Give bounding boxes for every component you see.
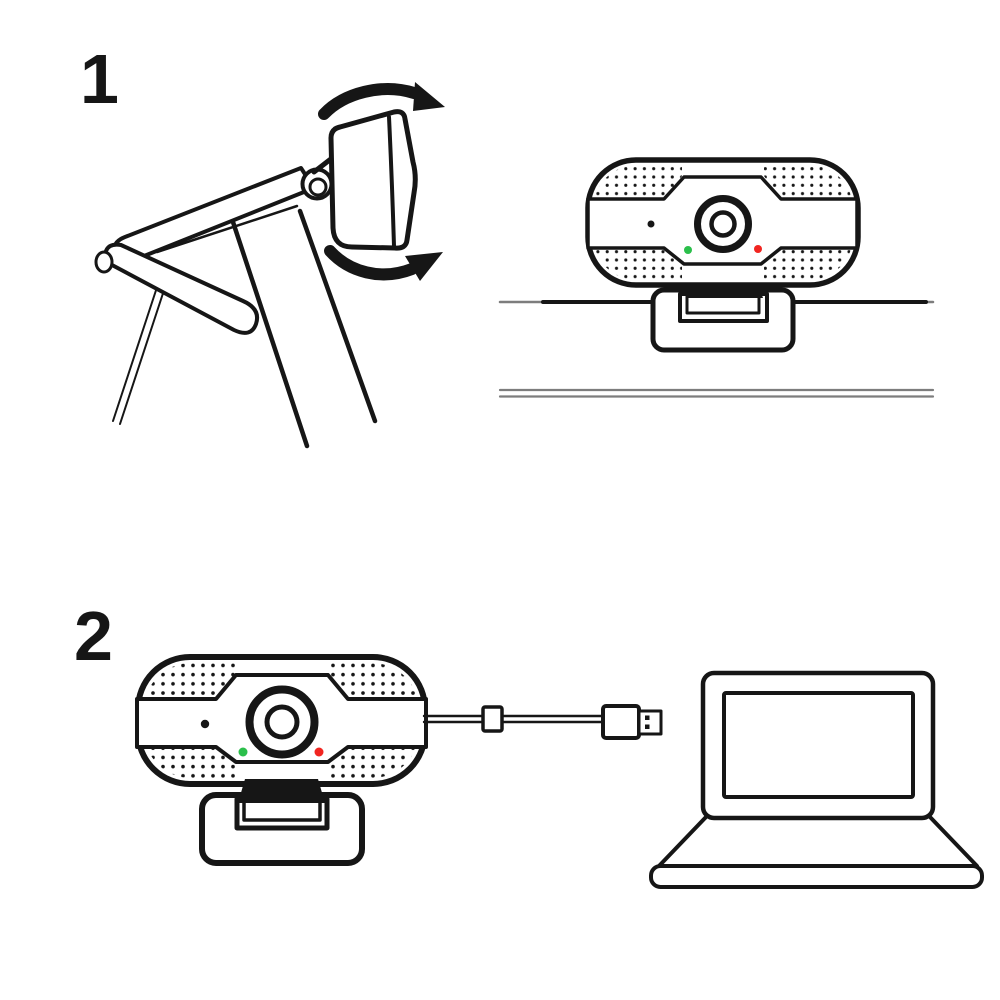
ferrite-bead bbox=[481, 705, 504, 733]
monitor-bottom-shelf-lines bbox=[498, 388, 935, 398]
laptop-deck-sides bbox=[657, 815, 979, 868]
monitor-front-edge-line bbox=[229, 216, 310, 449]
usb-cable-assembly bbox=[422, 704, 663, 740]
monitor-top-edge-thin-line bbox=[155, 204, 299, 254]
usb-contact-hole-top bbox=[645, 715, 650, 720]
step-1: 1 bbox=[80, 40, 935, 449]
monitor-back-edge-line bbox=[297, 208, 378, 424]
mount-clip-channel bbox=[242, 799, 322, 822]
usb-plug-metal-tip bbox=[637, 709, 663, 736]
lens-inner-circle bbox=[264, 704, 300, 740]
speaker-dot-grids bbox=[145, 663, 418, 778]
step-2-number: 2 bbox=[74, 597, 113, 675]
clip-leg-line-inner bbox=[119, 271, 171, 425]
clip-lower-arm bbox=[103, 242, 260, 335]
power-led-green bbox=[684, 246, 692, 254]
laptop bbox=[649, 670, 984, 889]
clip-leg-line-outer bbox=[112, 268, 164, 422]
mount-clip-channel bbox=[685, 294, 761, 315]
webcam-front-view bbox=[135, 654, 428, 866]
webcam-body-side bbox=[328, 109, 418, 251]
laptop-base bbox=[649, 864, 984, 889]
webcam-lens-face-line bbox=[387, 115, 396, 248]
hinge-inner-ring bbox=[308, 177, 328, 197]
tilt-up-arrow bbox=[318, 82, 445, 120]
usb-plug-housing bbox=[601, 704, 641, 740]
dot-grid-top-right bbox=[330, 663, 418, 699]
speaker-dot-grids bbox=[594, 165, 852, 280]
dot-grid-bottom-left bbox=[594, 248, 682, 280]
status-led-red bbox=[754, 245, 762, 253]
dot-grid-bottom-right bbox=[764, 248, 852, 280]
clip-pivot-knob bbox=[94, 250, 114, 274]
power-led-green bbox=[238, 747, 248, 757]
usb-contact-hole-bottom bbox=[645, 724, 650, 729]
dot-grid-top-left bbox=[594, 165, 682, 199]
microphone-hole bbox=[647, 220, 655, 228]
laptop-screen bbox=[722, 691, 915, 799]
dot-grid-top-left bbox=[145, 663, 236, 699]
dot-grid-top-right bbox=[764, 165, 852, 199]
status-led-red bbox=[314, 747, 324, 757]
step-1-number: 1 bbox=[80, 40, 119, 118]
step-2: 2 bbox=[74, 597, 984, 889]
webcam-neck bbox=[238, 779, 325, 803]
webcam-side-view-on-monitor bbox=[94, 82, 445, 449]
tilt-down-arrow bbox=[324, 245, 443, 281]
webcam-front-view-mounted bbox=[498, 157, 935, 398]
microphone-hole bbox=[200, 719, 210, 729]
clip-upper-arm bbox=[112, 166, 316, 264]
usb-cable bbox=[422, 714, 606, 724]
lens-inner-circle bbox=[709, 210, 737, 238]
